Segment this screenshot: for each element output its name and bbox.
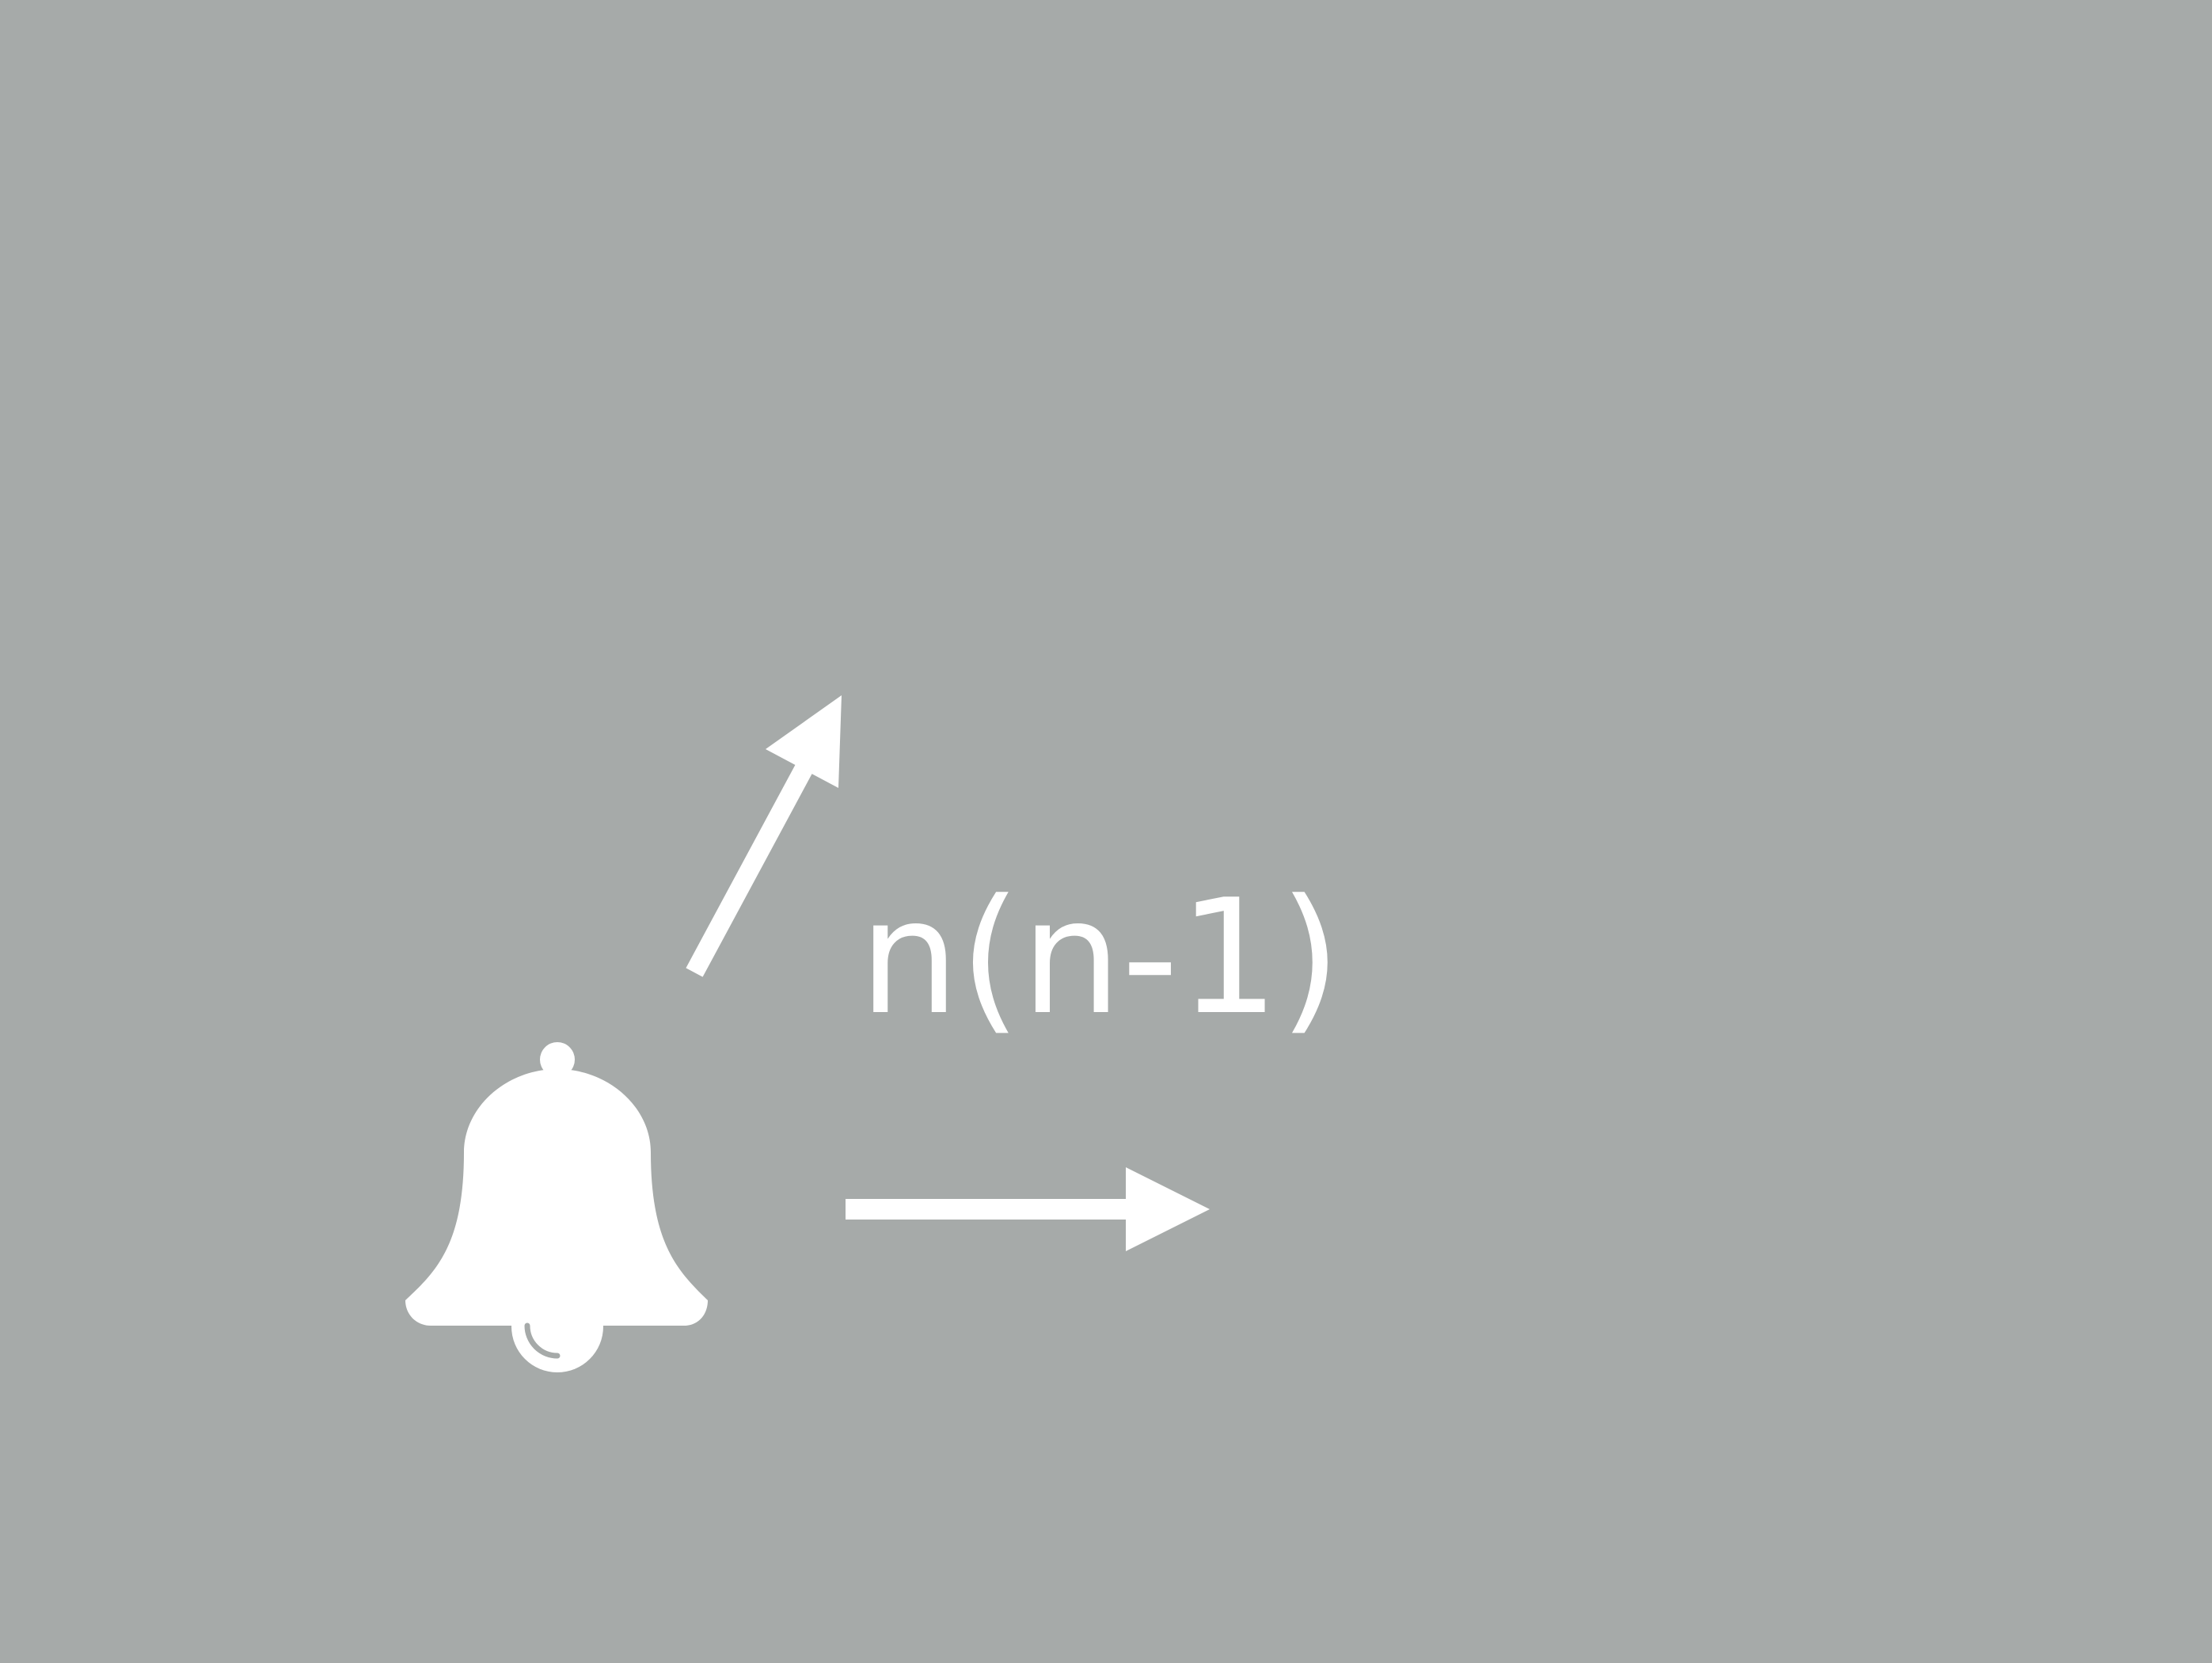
arrow-right-icon [846,1167,1210,1251]
formula-label: n(n-1) [859,866,1341,1050]
bell-icon [405,1042,708,1372]
arrow-up-right-icon [686,695,842,977]
